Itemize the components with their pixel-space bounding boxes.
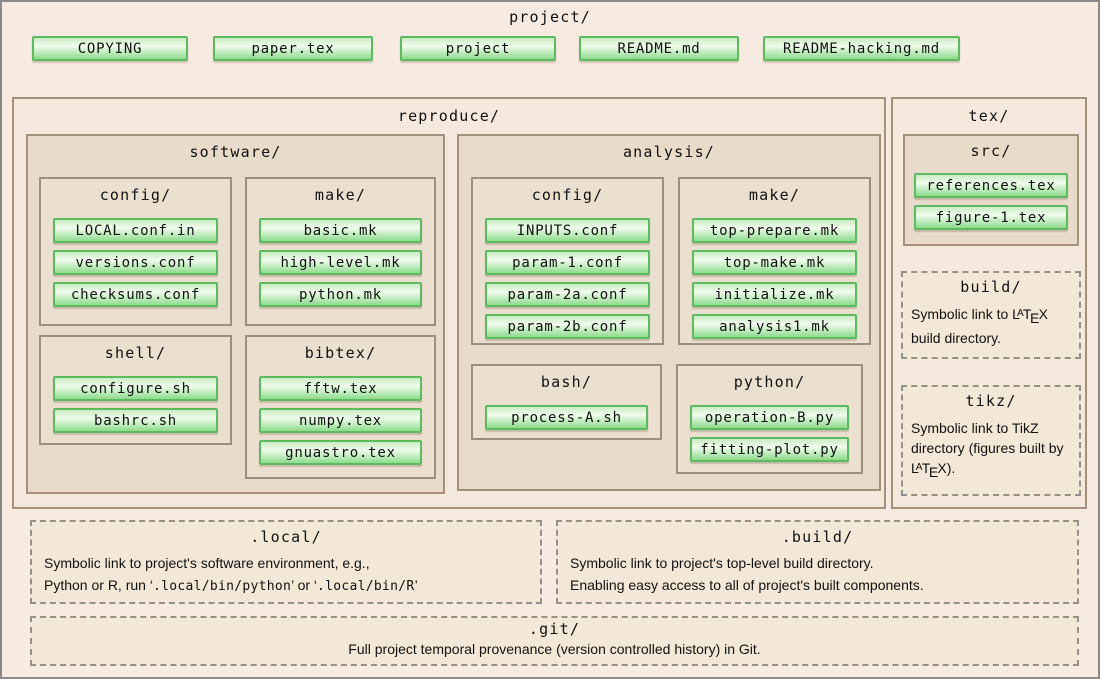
file-node: references.tex (914, 173, 1068, 198)
dir-analysis-config: config/ INPUTS.conf param-1.conf param-2… (471, 177, 664, 345)
file-node: analysis1.mk (692, 314, 857, 339)
root-file-readme: README.md (579, 36, 739, 61)
root-file-copying: COPYING (32, 36, 188, 61)
file-node: fitting-plot.py (690, 437, 849, 462)
dir-reproduce: reproduce/ software/ config/ LOCAL.conf.… (12, 97, 886, 509)
file-node: python.mk (259, 282, 422, 307)
file-node: param-2b.conf (485, 314, 650, 339)
dir-description: Symbolic link to TikZ directory (figures… (911, 420, 1064, 480)
dir-software-make: make/ basic.mk high-level.mk python.mk (245, 177, 436, 326)
file-node: param-1.conf (485, 250, 650, 275)
dir-title: build/ (960, 278, 1022, 296)
file-node: versions.conf (53, 250, 218, 275)
root-file-readme-hacking: README-hacking.md (763, 36, 960, 61)
dir-title: config/ (99, 186, 172, 204)
file-node: high-level.mk (259, 250, 422, 275)
file-node: operation-B.py (690, 405, 849, 430)
file-node: process-A.sh (485, 405, 648, 430)
dir-software-title: software/ (189, 143, 282, 161)
dir-description-line: Python or R, run ‘.local/bin/python’ or … (44, 577, 418, 594)
file-node: figure-1.tex (914, 205, 1068, 230)
file-node: bashrc.sh (53, 408, 218, 433)
dir-software: software/ config/ LOCAL.conf.in versions… (26, 134, 445, 494)
dir-tex: tex/ src/ references.tex figure-1.tex bu… (891, 97, 1087, 509)
dir-analysis-make: make/ top-prepare.mk top-make.mk initial… (678, 177, 871, 345)
file-node: fftw.tex (259, 376, 422, 401)
root-file-project: project (400, 36, 556, 61)
dir-bibtex: bibtex/ fftw.tex numpy.tex gnuastro.tex (245, 335, 436, 479)
file-node: LOCAL.conf.in (53, 218, 218, 243)
dir-title: tikz/ (965, 392, 1017, 410)
dir-shell: shell/ configure.sh bashrc.sh (39, 335, 232, 445)
file-node: param-2a.conf (485, 282, 650, 307)
dir-title: bash/ (540, 373, 593, 391)
dir-description-line: Enabling easy access to all of project's… (570, 577, 924, 593)
file-node: checksums.conf (53, 282, 218, 307)
dir-title: .git/ (528, 620, 581, 638)
dir-description-line: Symbolic link to project's top-level bui… (570, 555, 874, 571)
dir-tex-title: tex/ (968, 107, 1010, 125)
file-node: configure.sh (53, 376, 218, 401)
dir-title: config/ (531, 186, 604, 204)
dir-title: python/ (733, 373, 806, 391)
dir-description-line: Symbolic link to project's software envi… (44, 555, 370, 571)
file-node: top-make.mk (692, 250, 857, 275)
root-file-paper-tex: paper.tex (213, 36, 373, 61)
file-node: numpy.tex (259, 408, 422, 433)
file-node: gnuastro.tex (259, 440, 422, 465)
dir-tex-src: src/ references.tex figure-1.tex (903, 134, 1079, 246)
dir-title: src/ (970, 142, 1012, 160)
dir-title: .build/ (781, 528, 854, 546)
dir-dot-local: .local/ Symbolic link to project's softw… (30, 520, 542, 604)
dir-title: .local/ (250, 528, 322, 546)
dir-reproduce-title: reproduce/ (397, 107, 501, 125)
dir-title: shell/ (104, 344, 167, 362)
dir-dot-git: .git/ Full project temporal provenance (… (30, 616, 1079, 666)
file-node: INPUTS.conf (485, 218, 650, 243)
dir-description-line: Full project temporal provenance (versio… (348, 641, 761, 657)
dir-dot-build: .build/ Symbolic link to project's top-l… (556, 520, 1079, 604)
project-root-label: project/ (509, 8, 591, 26)
dir-analysis: analysis/ config/ INPUTS.conf param-1.co… (457, 134, 881, 491)
file-node: initialize.mk (692, 282, 857, 307)
dir-tex-build: build/ Symbolic link to LATEX build dire… (901, 271, 1081, 359)
dir-software-config: config/ LOCAL.conf.in versions.conf chec… (39, 177, 232, 326)
dir-python: python/ operation-B.py fitting-plot.py (676, 364, 863, 474)
file-node: top-prepare.mk (692, 218, 857, 243)
dir-description: Symbolic link to LATEX build directory. (911, 306, 1048, 346)
dir-title: make/ (314, 186, 367, 204)
dir-analysis-title: analysis/ (622, 143, 716, 161)
dir-title: bibtex/ (304, 344, 377, 362)
dir-tex-tikz: tikz/ Symbolic link to TikZ directory (f… (901, 385, 1081, 496)
dir-bash: bash/ process-A.sh (471, 364, 662, 440)
dir-title: make/ (748, 186, 801, 204)
file-node: basic.mk (259, 218, 422, 243)
